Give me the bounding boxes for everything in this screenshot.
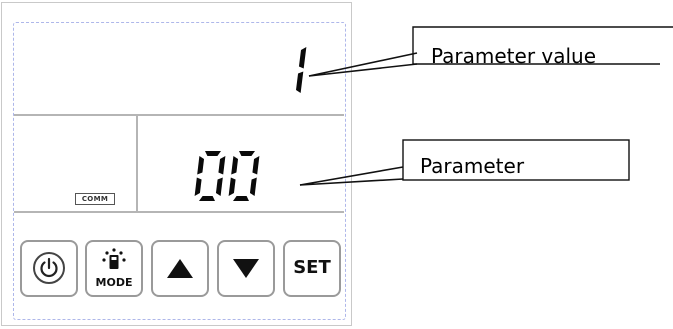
segment-b [218,156,226,175]
segment-c [215,177,223,196]
controller-panel [1,2,352,326]
power-icon [33,252,65,284]
segment-a [239,151,255,156]
segment-d [233,196,249,201]
parameter-callout [299,139,630,186]
down-arrow-icon [233,259,259,278]
comm-indicator: COMM [75,193,115,205]
segment-f [231,156,239,175]
segment-b [298,47,307,69]
down-button[interactable] [217,240,275,297]
segment-d [199,196,215,201]
power-button[interactable] [20,240,78,297]
lower-divider [14,211,344,213]
segment-c [249,177,257,196]
segment-a [205,151,221,156]
middle-divider [136,114,138,212]
segment-f [197,156,205,175]
parameter-callout-label: Parameter [420,154,525,178]
segment-b [252,156,260,175]
segment-c [296,71,304,93]
set-button[interactable]: SET [283,240,341,297]
parameter-value-callout-label: Parameter value [431,44,597,68]
parameter-value-readout [296,47,307,93]
parameter-readout [194,151,260,201]
up-button[interactable] [151,240,209,297]
mode-icon [102,248,126,269]
upper-divider [14,114,344,116]
set-label: SET [293,257,331,278]
up-arrow-icon [167,259,193,278]
parameter-value-callout [308,26,673,77]
mode-label: MODE [95,276,133,289]
segment-e [228,177,236,196]
display-frame [13,22,346,320]
segment-e [194,177,202,196]
mode-button[interactable]: MODE [85,240,143,297]
